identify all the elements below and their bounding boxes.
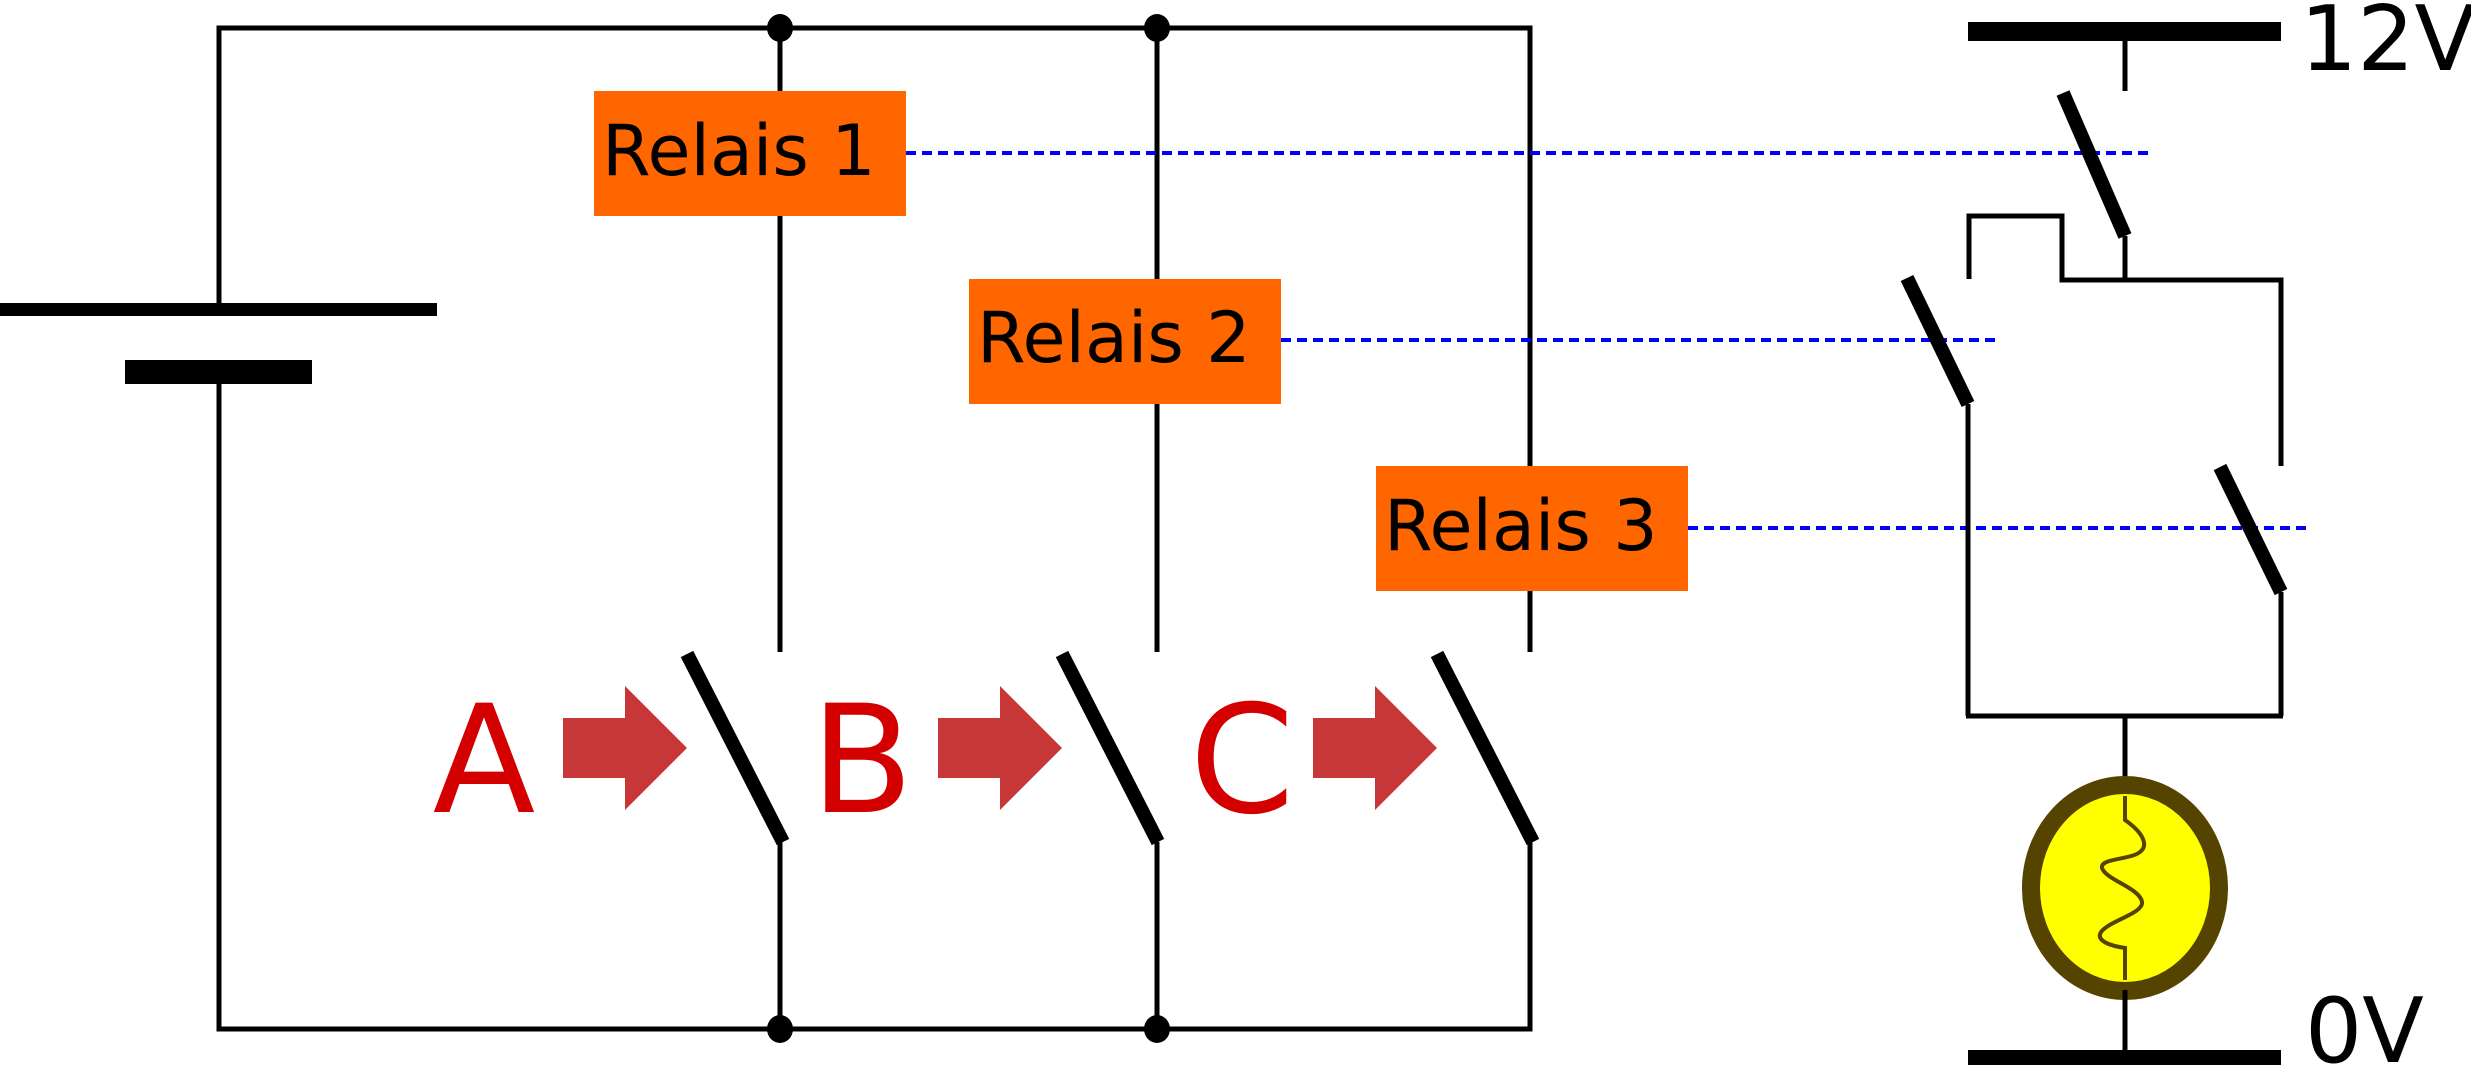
battery-negative-plate [125,360,312,384]
relay-2-box [969,279,1281,404]
lamp-icon [2022,776,2228,1000]
input-c-arrow-icon [1313,686,1437,810]
relay-1: Relais 1 [594,91,906,216]
input-a-label: A [433,674,536,848]
junction-node [1144,1015,1170,1043]
supply-low-label: 0V [2305,979,2424,1065]
input-b-arrow-icon [938,686,1062,810]
relay-1-label: Relais 1 [602,110,876,192]
battery-positive-plate [0,303,437,316]
relay-3-label: Relais 3 [1384,485,1658,567]
lamp-filament [2097,796,2147,980]
relay-3: Relais 3 [1376,466,1688,591]
input-b-label: B [811,674,914,848]
relay-3-contact-blade [2213,463,2288,596]
relay-2-label: Relais 2 [977,297,1251,379]
relay-2-contact-blade [1900,274,1975,408]
supply-high-rail [1968,22,2281,41]
input-c-label: C [1190,674,1295,848]
relay-3-box [1376,466,1688,591]
relay-1-box [594,91,906,216]
input-a-arrow-icon [563,686,687,810]
switch-c-blade [1430,650,1540,846]
junction-node [767,1015,793,1043]
load-circuit: 12V 0V [1900,0,2471,1065]
relay-2: Relais 2 [969,279,1281,404]
supply-low-rail [1968,1050,2281,1065]
bus-wire [1966,213,2284,466]
switch-b-blade [1055,650,1165,846]
junction-node [1144,14,1170,42]
junction-node [767,14,793,42]
supply-high-label: 12V [2300,0,2471,92]
bottom-wire [216,384,1533,1032]
relay-1-contact-blade [2056,90,2132,239]
switch-a-blade [680,650,790,846]
